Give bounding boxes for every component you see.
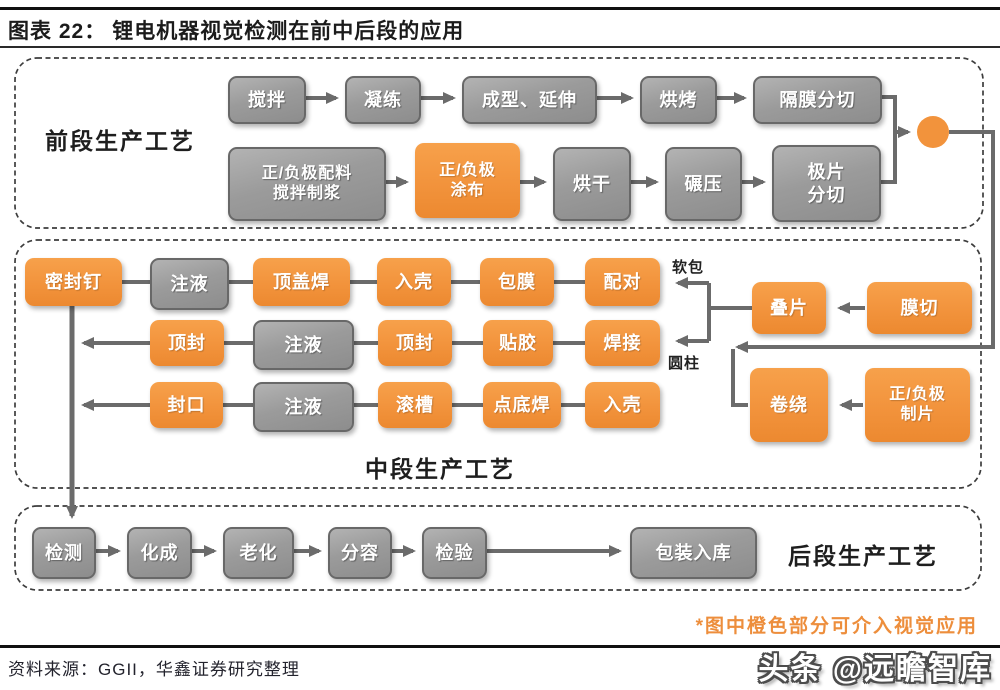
box-formation: 化成 xyxy=(127,527,192,579)
back-stage-border xyxy=(14,505,982,591)
box-pairing: 配对 xyxy=(585,258,660,306)
box-injection-2: 注液 xyxy=(253,320,354,370)
source-rule xyxy=(0,645,1000,648)
box-capacity-grading: 分容 xyxy=(328,527,392,579)
title-rule xyxy=(0,46,1000,48)
box-into-case-2: 入壳 xyxy=(585,382,660,428)
box-rolling: 碾压 xyxy=(665,147,742,221)
figure-title-text: 锂电机器视觉检测在前中后段的应用 xyxy=(112,20,465,43)
box-wrapping: 包膜 xyxy=(480,258,554,306)
box-sealing: 封口 xyxy=(150,382,223,428)
branch-label-pouch: 软包 xyxy=(672,259,705,276)
section-label-front: 前段生产工艺 xyxy=(45,128,195,154)
box-welding: 焊接 xyxy=(585,320,660,366)
box-winding: 卷绕 xyxy=(750,368,828,442)
section-label-middle: 中段生产工艺 xyxy=(365,456,515,482)
front-stage-border xyxy=(14,57,984,229)
watermark-text: 头条 @远瞻智库 xyxy=(758,653,992,686)
box-sealing-nail: 密封钉 xyxy=(25,258,122,306)
box-grooving: 滚槽 xyxy=(378,382,452,428)
box-drying: 烘干 xyxy=(553,147,631,221)
box-packing-warehousing: 包装入库 xyxy=(630,527,757,579)
branch-label-cylinder: 圆柱 xyxy=(668,355,701,372)
box-testing: 检测 xyxy=(32,527,96,579)
box-condensing: 凝练 xyxy=(345,76,421,124)
box-electrode-batching-slurry: 正/负极配料 搅拌制浆 xyxy=(228,147,386,221)
box-aging: 老化 xyxy=(223,527,294,579)
box-separator-slitting: 隔膜分切 xyxy=(753,76,882,124)
box-injection-1: 注液 xyxy=(150,258,229,310)
box-bottom-spot-welding: 点底焊 xyxy=(483,382,561,428)
box-top-seal-1: 顶封 xyxy=(150,320,224,366)
box-film-cutting: 膜切 xyxy=(867,282,972,334)
middle-stage-border xyxy=(14,239,982,489)
footnote-orange-note: *图中橙色部分可介入视觉应用 xyxy=(695,616,978,637)
box-top-seal-2: 顶封 xyxy=(378,320,452,366)
box-electrode-slitting: 极片 分切 xyxy=(772,145,881,222)
box-electrode-coating: 正/负极 涂布 xyxy=(415,143,520,218)
box-forming-stretching: 成型、延伸 xyxy=(462,76,597,124)
box-electrode-sheet-making: 正/负极 制片 xyxy=(865,368,970,442)
source-text: 资料来源：GGII，华鑫证券研究整理 xyxy=(8,660,300,679)
box-inspection: 检验 xyxy=(422,527,487,579)
box-mixing: 搅拌 xyxy=(228,76,306,124)
top-rule xyxy=(0,7,1000,10)
junction-circle xyxy=(917,116,949,148)
figure-title-prefix: 图表 22： xyxy=(8,20,107,43)
box-injection-3: 注液 xyxy=(253,382,354,432)
box-top-cover-welding: 顶盖焊 xyxy=(253,258,350,306)
connector-lines xyxy=(66,92,995,557)
section-label-back: 后段生产工艺 xyxy=(788,543,938,569)
box-into-case-1: 入壳 xyxy=(377,258,451,306)
box-taping: 贴胶 xyxy=(483,320,553,366)
box-baking: 烘烤 xyxy=(640,76,717,124)
figure-title: 图表 22：锂电机器视觉检测在前中后段的应用 xyxy=(8,15,464,45)
box-stacking: 叠片 xyxy=(752,282,826,334)
